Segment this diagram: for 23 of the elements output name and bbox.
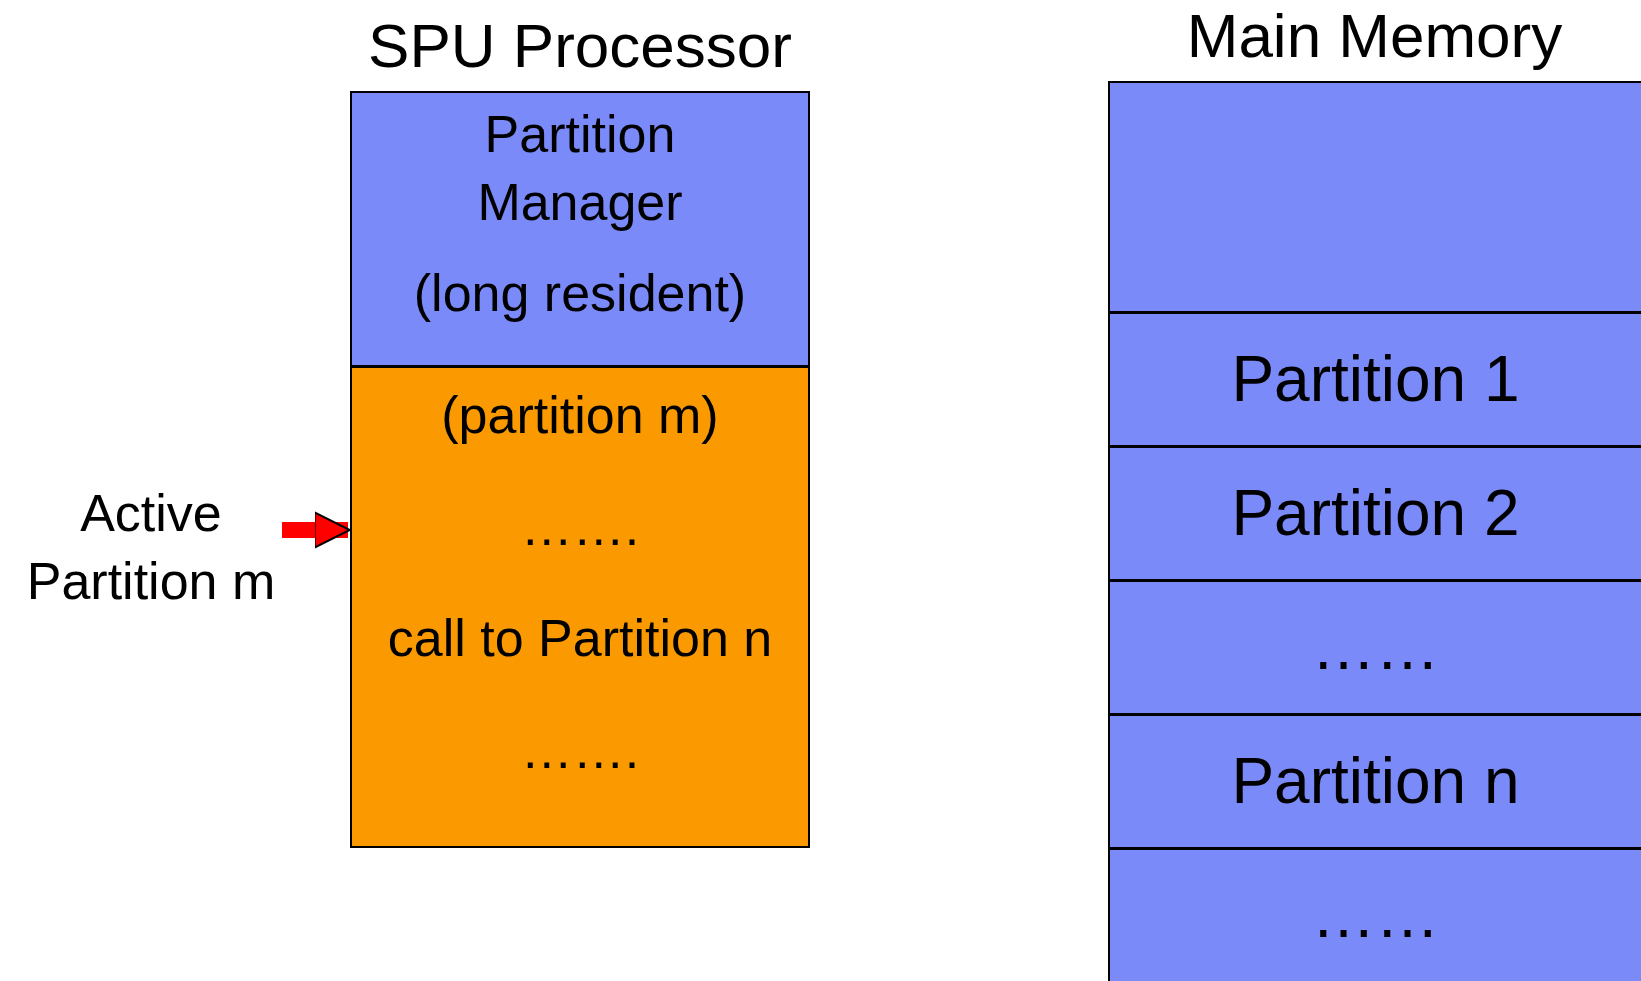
block-label: Partition n bbox=[1231, 743, 1520, 819]
block-label: Partition 2 bbox=[1231, 475, 1520, 551]
memory-block bbox=[1108, 580, 1641, 715]
memory-block bbox=[1108, 848, 1641, 981]
memory-block bbox=[350, 366, 810, 848]
block-label: Partition Manager bbox=[476, 104, 684, 233]
block-label: …… bbox=[1311, 877, 1440, 953]
block-label: ……. bbox=[520, 719, 640, 781]
column-heading: SPU Processor bbox=[367, 10, 793, 82]
block-arrow bbox=[282, 511, 351, 549]
memory-block bbox=[350, 91, 810, 367]
block-label: call to Partition n bbox=[387, 608, 773, 670]
block-label: Partition 1 bbox=[1231, 341, 1520, 417]
memory-block bbox=[1108, 312, 1641, 447]
column-heading: Main Memory bbox=[1185, 0, 1564, 72]
memory-block bbox=[1108, 714, 1641, 849]
memory-block bbox=[1108, 81, 1641, 313]
block-label: (long resident) bbox=[413, 263, 747, 325]
block-label: (partition m) bbox=[441, 385, 719, 446]
memory-block bbox=[1108, 446, 1641, 581]
block-label: ……. bbox=[520, 496, 640, 558]
block-label: …… bbox=[1311, 609, 1440, 685]
text-label: Active Partition m bbox=[25, 483, 277, 612]
